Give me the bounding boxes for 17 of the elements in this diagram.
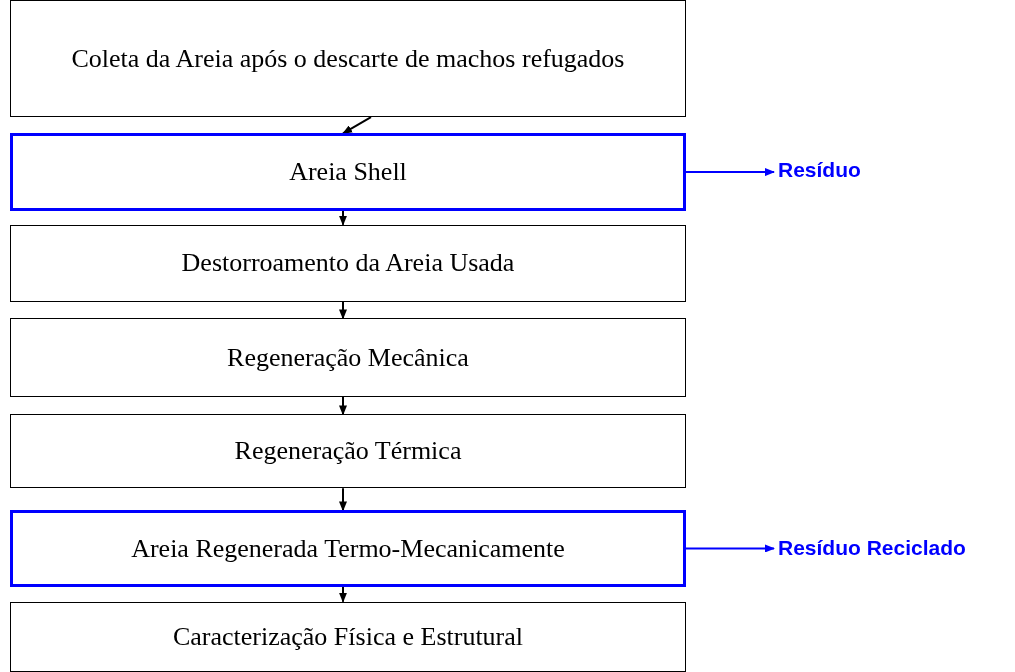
arrow (342, 116, 372, 135)
arrow (339, 487, 347, 512)
process-box: Regeneração Térmica (10, 414, 686, 489)
process-box: Coleta da Areia após o descarte de machos refugados (10, 0, 686, 118)
arrow (685, 168, 775, 177)
arrow (339, 209, 347, 226)
process-box: Destorroamento da Areia Usada (10, 224, 686, 303)
output-label: Resíduo Reciclado (778, 536, 966, 560)
arrow (685, 544, 775, 553)
process-box: Regeneração Mecânica (10, 318, 686, 397)
process-box: Areia Shell (10, 133, 686, 211)
process-box: Caracterização Física e Estrutural (10, 601, 686, 672)
arrow (339, 585, 347, 603)
output-label: Resíduo (778, 158, 861, 182)
arrow (339, 395, 347, 416)
process-box: Areia Regenerada Termo-Mecanicamente (10, 510, 686, 587)
arrow (339, 301, 347, 320)
